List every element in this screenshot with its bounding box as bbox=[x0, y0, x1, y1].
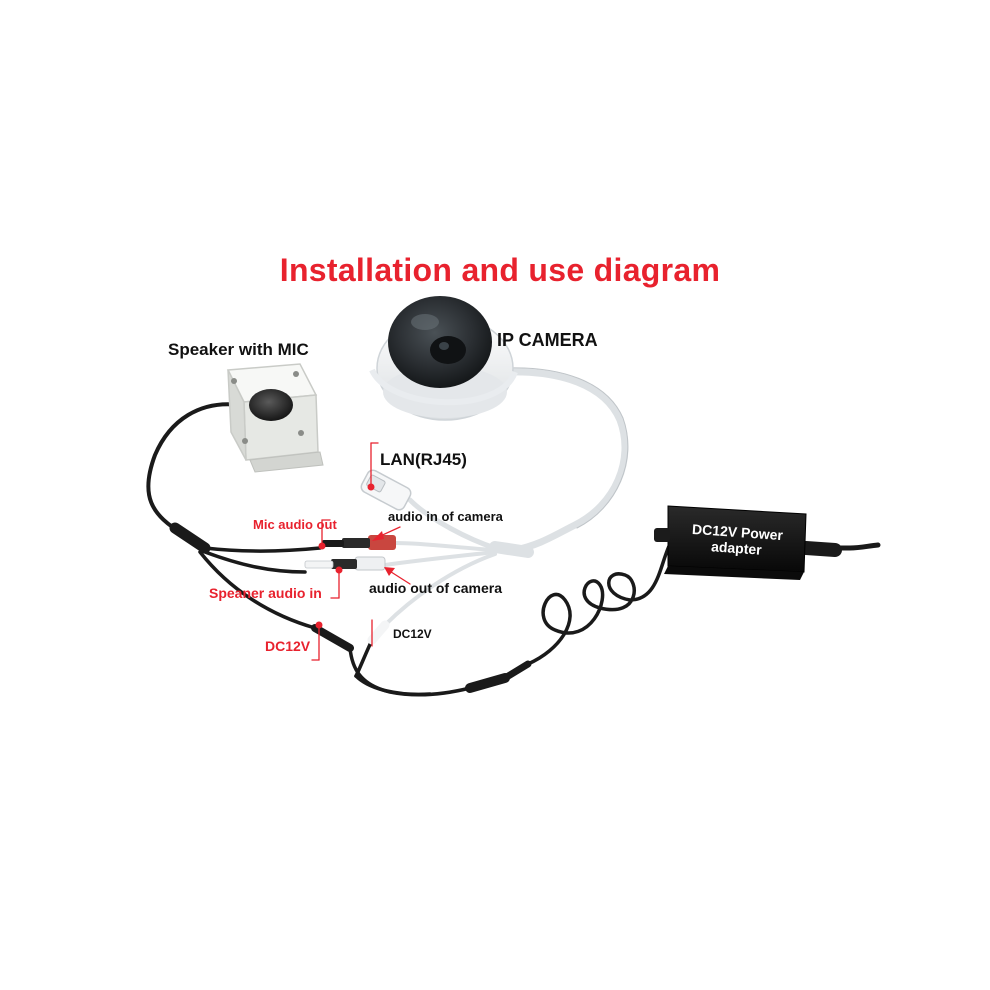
lan-dot bbox=[367, 483, 375, 491]
mains-cable bbox=[801, 542, 881, 551]
label-lan: LAN(RJ45) bbox=[380, 450, 467, 469]
lan-lead bbox=[407, 497, 498, 551]
label-audio-out-of-camera: audio out of camera bbox=[369, 580, 503, 596]
audio-out-lead bbox=[383, 550, 497, 567]
label-audio-in-of-camera: audio in of camera bbox=[388, 509, 503, 524]
label-dc12v-right: DC12V bbox=[393, 627, 432, 641]
audio-in-lead bbox=[393, 541, 497, 552]
label-mic-audio-out: Mic audio out bbox=[253, 517, 337, 532]
label-ip-camera: IP CAMERA bbox=[497, 330, 598, 350]
y-cable-b bbox=[354, 674, 432, 697]
callout-dots bbox=[315, 483, 375, 629]
white-cables bbox=[367, 368, 629, 645]
black-cables bbox=[146, 402, 881, 697]
label-dc12v-left: DC12V bbox=[265, 638, 311, 654]
rca-audio-out-camera bbox=[304, 556, 386, 571]
audio-out-arrowhead bbox=[384, 567, 395, 576]
rca-audio-in-camera bbox=[322, 535, 396, 550]
mic-out-lead bbox=[203, 546, 322, 553]
dc-lead-left bbox=[198, 550, 317, 630]
rj45-connector bbox=[360, 469, 412, 511]
camera-main-cable bbox=[501, 368, 629, 554]
audio-in-arrowhead bbox=[372, 531, 384, 541]
mains-plug bbox=[799, 541, 842, 557]
camera-main-cable-sheath bbox=[489, 541, 534, 558]
ip-camera-illustration bbox=[369, 296, 518, 421]
power-adapter-illustration bbox=[654, 505, 807, 580]
speaker-in-dot bbox=[335, 566, 343, 574]
mic-out-dot bbox=[318, 542, 326, 550]
dc-lead-left-connector bbox=[311, 624, 354, 652]
adapter-plug bbox=[465, 673, 510, 693]
callout-arrowheads bbox=[372, 531, 395, 576]
dc-camera-lead bbox=[383, 552, 497, 627]
adapter-output-cable bbox=[526, 538, 674, 666]
speaker-illustration bbox=[226, 363, 324, 473]
diagram-title: Installation and use diagram bbox=[279, 252, 721, 288]
white-cable-outline bbox=[504, 367, 629, 529]
adapter-barrel bbox=[501, 660, 532, 682]
dc12v-left-dot bbox=[315, 621, 323, 629]
dc-camera-connector bbox=[367, 620, 390, 645]
label-speaker-audio-in: Speaner audio in bbox=[209, 585, 322, 601]
speaker-in-lead bbox=[203, 550, 307, 574]
speaker-splitter bbox=[169, 522, 211, 554]
y-cable-a bbox=[348, 646, 472, 697]
speaker-cable bbox=[146, 402, 242, 537]
label-speaker-with-mic: Speaker with MIC bbox=[168, 340, 309, 359]
